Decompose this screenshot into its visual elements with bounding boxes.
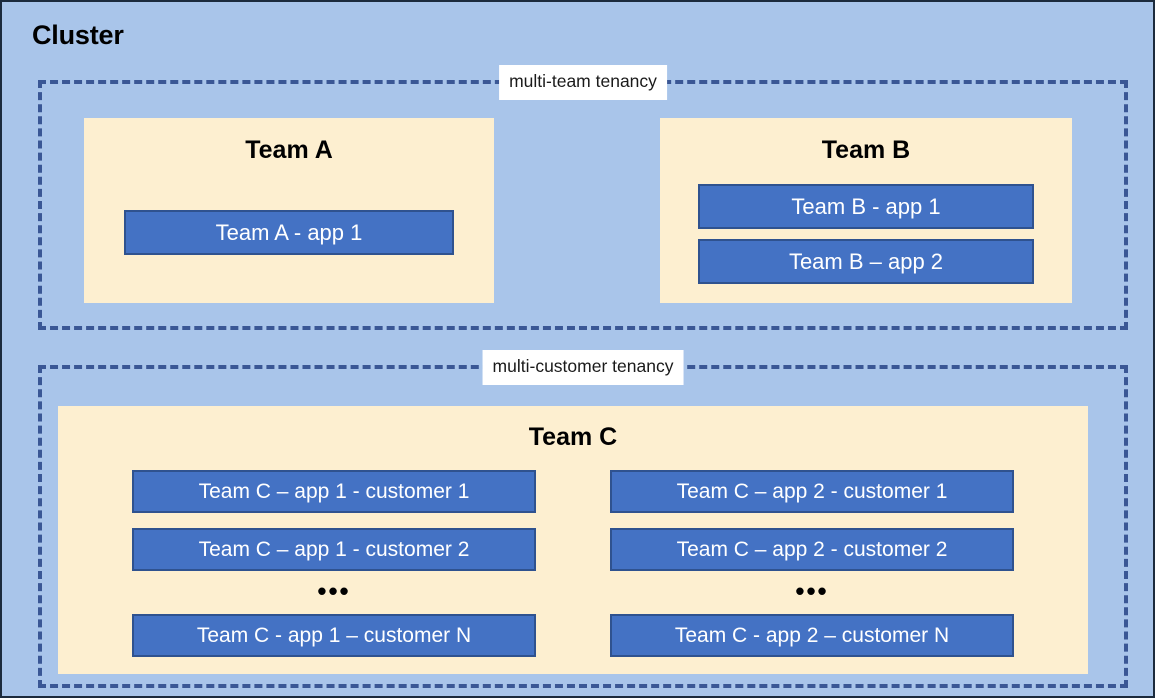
team-c-panel: Team C Team C – app 1 - customer 1 Team …: [58, 406, 1088, 674]
multi-customer-tenancy-label: multi-customer tenancy: [482, 350, 684, 385]
team-b-panel: Team B Team B - app 1 Team B – app 2: [660, 118, 1072, 303]
team-a-panel: Team A Team A - app 1: [84, 118, 494, 303]
team-a-app-1-box[interactable]: Team A - app 1: [124, 210, 454, 255]
team-c-heading: Team C: [528, 423, 618, 451]
team-b-app-1-box[interactable]: Team B - app 1: [698, 184, 1034, 229]
team-c-app-2-ellipsis: •••: [795, 576, 829, 606]
team-c-app-2-customer-n-label: Team C - app 2 – customer N: [674, 624, 950, 647]
team-c-app-1-customer-1-box[interactable]: Team C – app 1 - customer 1: [132, 470, 536, 513]
team-a-heading: Team A: [245, 136, 333, 164]
cluster-title: Cluster: [32, 20, 124, 50]
team-b-app-2-box[interactable]: Team B – app 2: [698, 239, 1034, 284]
team-c-app-2-customer-1-label: Team C – app 2 - customer 1: [676, 480, 948, 503]
team-c-app-1-customer-2-label: Team C – app 1 - customer 2: [198, 538, 470, 561]
team-c-app-2-customer-n-box[interactable]: Team C - app 2 – customer N: [610, 614, 1014, 657]
team-c-app-2-customer-1-box[interactable]: Team C – app 2 - customer 1: [610, 470, 1014, 513]
team-c-app-1-customer-2-box[interactable]: Team C – app 1 - customer 2: [132, 528, 536, 571]
team-c-app-1-customer-1-label: Team C – app 1 - customer 1: [198, 480, 470, 503]
multi-team-tenancy-label: multi-team tenancy: [499, 65, 667, 100]
team-c-app-1-ellipsis: •••: [317, 576, 351, 606]
team-b-app-2-label: Team B – app 2: [788, 248, 944, 274]
team-a-app-1-label: Team A - app 1: [215, 219, 363, 245]
multi-customer-tenancy-group: multi-customer tenancy: [38, 350, 1128, 688]
team-c-app-2-customer-2-label: Team C – app 2 - customer 2: [676, 538, 948, 561]
team-c-app-2-customer-2-box[interactable]: Team C – app 2 - customer 2: [610, 528, 1014, 571]
team-b-app-1-label: Team B - app 1: [791, 193, 941, 219]
team-c-app-1-customer-n-label: Team C - app 1 – customer N: [196, 624, 472, 647]
multi-team-tenancy-group: multi-team tenancy: [38, 65, 1128, 330]
team-c-app-1-customer-n-box[interactable]: Team C - app 1 – customer N: [132, 614, 536, 657]
team-b-heading: Team B: [821, 136, 911, 164]
